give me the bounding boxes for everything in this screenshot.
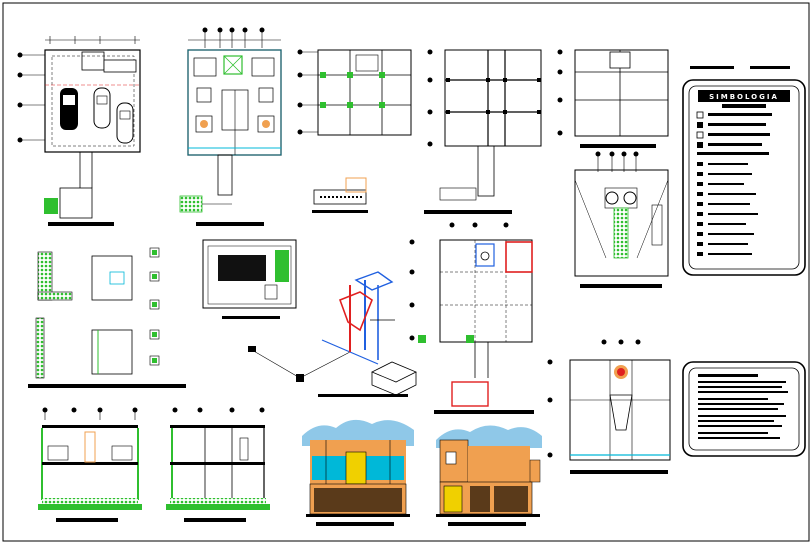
plan-sanitary-installation: [409, 222, 534, 414]
drawing-title-bar: [312, 210, 368, 213]
drawing-title-bar: [196, 222, 264, 226]
plan-ground-floor-parking: [17, 36, 141, 226]
detail-column-sections: [28, 247, 186, 388]
drawing-title-bar: [580, 144, 656, 148]
drawing-title-bar: [222, 316, 280, 319]
plan-upper-floor: [557, 49, 669, 148]
isometric-plumbing-diagram: [248, 271, 417, 397]
drawing-title-bar: [316, 522, 394, 526]
drawing-title-bar: [570, 470, 668, 474]
plan-site-location: [202, 239, 297, 319]
drawing-title-bar: [434, 410, 534, 414]
drawing-title-bar: [448, 522, 526, 526]
drawing-title-bar: [580, 284, 662, 288]
drawing-title-bar: [424, 210, 512, 214]
section-a: [38, 407, 142, 522]
plan-structural-grid: [424, 49, 542, 214]
elevation-front: [302, 419, 414, 526]
car-icon: [116, 102, 134, 144]
car-icon: [93, 87, 111, 129]
plan-roof-stair: [574, 151, 669, 288]
drawing-title-bar: [184, 518, 246, 522]
drawing-title-bar: [318, 394, 408, 397]
car-icon: [60, 88, 78, 130]
legend-title: SIMBOLOGIA: [709, 93, 779, 101]
drawing-title-bar: [48, 222, 114, 226]
elevation-side: [436, 425, 542, 526]
plan-first-floor-furnished: [179, 27, 282, 226]
drawing-title-bar: [56, 518, 118, 522]
legend-simbologia: SIMBOLOGIA: [682, 66, 806, 276]
section-b: [166, 407, 270, 522]
plan-lower-right: [547, 339, 671, 474]
notes-box: [682, 361, 806, 457]
plan-structure-frame: [297, 49, 412, 213]
